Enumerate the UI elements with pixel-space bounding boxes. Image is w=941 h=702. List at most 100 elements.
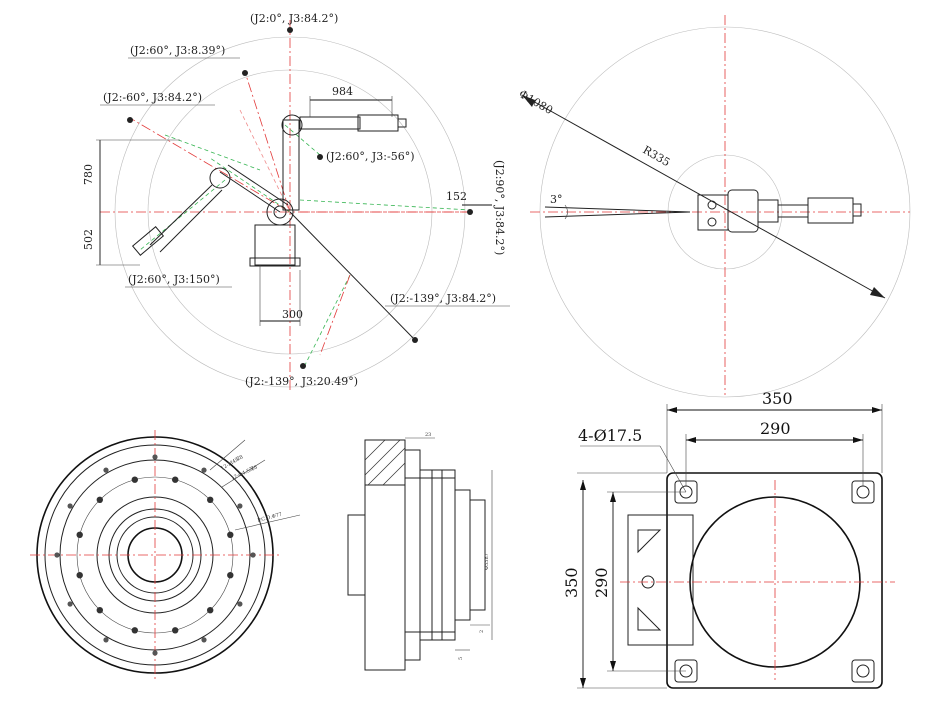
top-view-diagram: 3° Φ1080 R335 [517, 15, 911, 398]
bolt-hole [172, 476, 179, 483]
outer-bolt-hole [237, 601, 243, 607]
hatch-area [364, 439, 406, 486]
label-lower-right: (J2:-139°, J3:84.2°) [390, 292, 496, 305]
leader [221, 459, 266, 488]
forearm [299, 116, 361, 130]
bolt-hole [207, 607, 214, 614]
robot-base [254, 224, 296, 266]
outer-bolt-hole [250, 552, 256, 558]
dim-300: 300 [282, 308, 303, 321]
bolt-hole [96, 496, 104, 503]
angle-arc [564, 204, 568, 220]
bolt [707, 217, 717, 227]
base-plate [666, 472, 883, 689]
outer-bolt-hole [54, 552, 60, 558]
envelope-line [129, 117, 291, 213]
robot-joint-top [757, 199, 779, 223]
corner-hole [856, 664, 870, 678]
flange-front-view: 12-M4深8 12-Φ4.5深8 P.C.D.Φ77 [30, 430, 301, 680]
label-right-vertical: (J2:90°, J3:84.2°) [493, 160, 506, 255]
section-top [364, 439, 406, 486]
corner-pad [851, 659, 875, 683]
position-dot [412, 337, 418, 343]
section-step2 [419, 469, 456, 641]
bolt-hole [227, 572, 234, 579]
angle-label: 3° [550, 193, 563, 206]
envelope-line [304, 274, 351, 366]
outer-bolt-hole [103, 637, 109, 643]
outer-bolt-hole [152, 454, 158, 460]
reach-diagram: (J2:0°, J3:84.2°) (J2:60°, J3:8.39°) (J2… [82, 12, 510, 390]
base-plate-view: 350 290 4-Ø17.5 350 290 [562, 389, 895, 689]
dim-290-side: 290 [592, 567, 611, 598]
j2-joint [266, 198, 294, 226]
robot-motor-top [727, 189, 759, 233]
dim-780: 780 [82, 164, 95, 185]
flange-section-view: 23 Φ55h7 2 5 [347, 432, 493, 671]
corner-hole [856, 485, 870, 499]
outer-bolt-hole [237, 503, 243, 509]
label-mid: (J2:60°, J3:-56°) [326, 150, 415, 163]
label-bottom: (J2:-139°, J3:20.49°) [245, 375, 358, 388]
envelope-line [284, 124, 321, 156]
outer-bolt-hole [67, 601, 73, 607]
angle-line [544, 206, 691, 213]
section-step4 [469, 499, 486, 611]
dim-2: 2 [479, 630, 485, 633]
wrist [357, 114, 399, 132]
dim-350-top: 350 [762, 389, 793, 408]
label-phi45: 12-Φ4.5深8 [230, 464, 259, 482]
tool-flange [397, 118, 407, 128]
side-triangle [637, 529, 662, 554]
side-triangle [637, 606, 662, 631]
upper-arm [282, 119, 300, 211]
dim-502: 502 [82, 229, 95, 250]
diameter-line [521, 94, 886, 299]
envelope-line [299, 199, 471, 211]
bolt-hole [76, 531, 83, 538]
section-step3 [454, 489, 471, 621]
leader [659, 445, 687, 493]
arrow-head [522, 95, 535, 107]
arrow-head [580, 678, 586, 688]
arrow-head [667, 407, 677, 413]
robot-foot [249, 257, 301, 267]
arrow-head [853, 437, 863, 443]
ghost-forearm [159, 189, 223, 253]
dim-350-side: 350 [562, 567, 581, 598]
outer-bolt-hole [67, 503, 73, 509]
bolt-hole [96, 607, 104, 614]
leader [234, 514, 301, 531]
arrow-head [872, 407, 882, 413]
robot-wrist-top [807, 197, 854, 224]
side-block [627, 514, 694, 646]
dim-dia: Φ55h7 [484, 553, 490, 570]
bolt [707, 200, 717, 210]
leader [209, 439, 246, 471]
dim-152: 152 [446, 190, 467, 203]
robot-arm-top [777, 204, 809, 218]
j3-joint [281, 114, 303, 136]
j2-joint-inner [273, 205, 287, 219]
r335-label: R335 [641, 143, 673, 169]
label-upper-left: (J2:60°, J3:8.39°) [130, 44, 225, 57]
dim-holes: 4-Ø17.5 [578, 426, 642, 445]
outer-bolt-hole [152, 650, 158, 656]
position-dot [127, 117, 133, 123]
label-lower-left: (J2:60°, J3:150°) [128, 273, 220, 286]
label-m4: 12-M4深8 [220, 453, 245, 471]
robot-body-top [697, 194, 729, 231]
diameter-label: Φ1080 [517, 87, 556, 117]
outer-bolt-hole [201, 637, 207, 643]
bolt-holes [54, 454, 256, 656]
position-dot [242, 70, 248, 76]
position-dot [300, 363, 306, 369]
ghost-joint [209, 167, 231, 189]
arrow-head [686, 437, 696, 443]
arrow-head [870, 287, 885, 298]
angle-line [544, 211, 691, 218]
section-boss [347, 514, 366, 596]
envelope-line [164, 134, 261, 171]
envelope-line [209, 157, 291, 213]
